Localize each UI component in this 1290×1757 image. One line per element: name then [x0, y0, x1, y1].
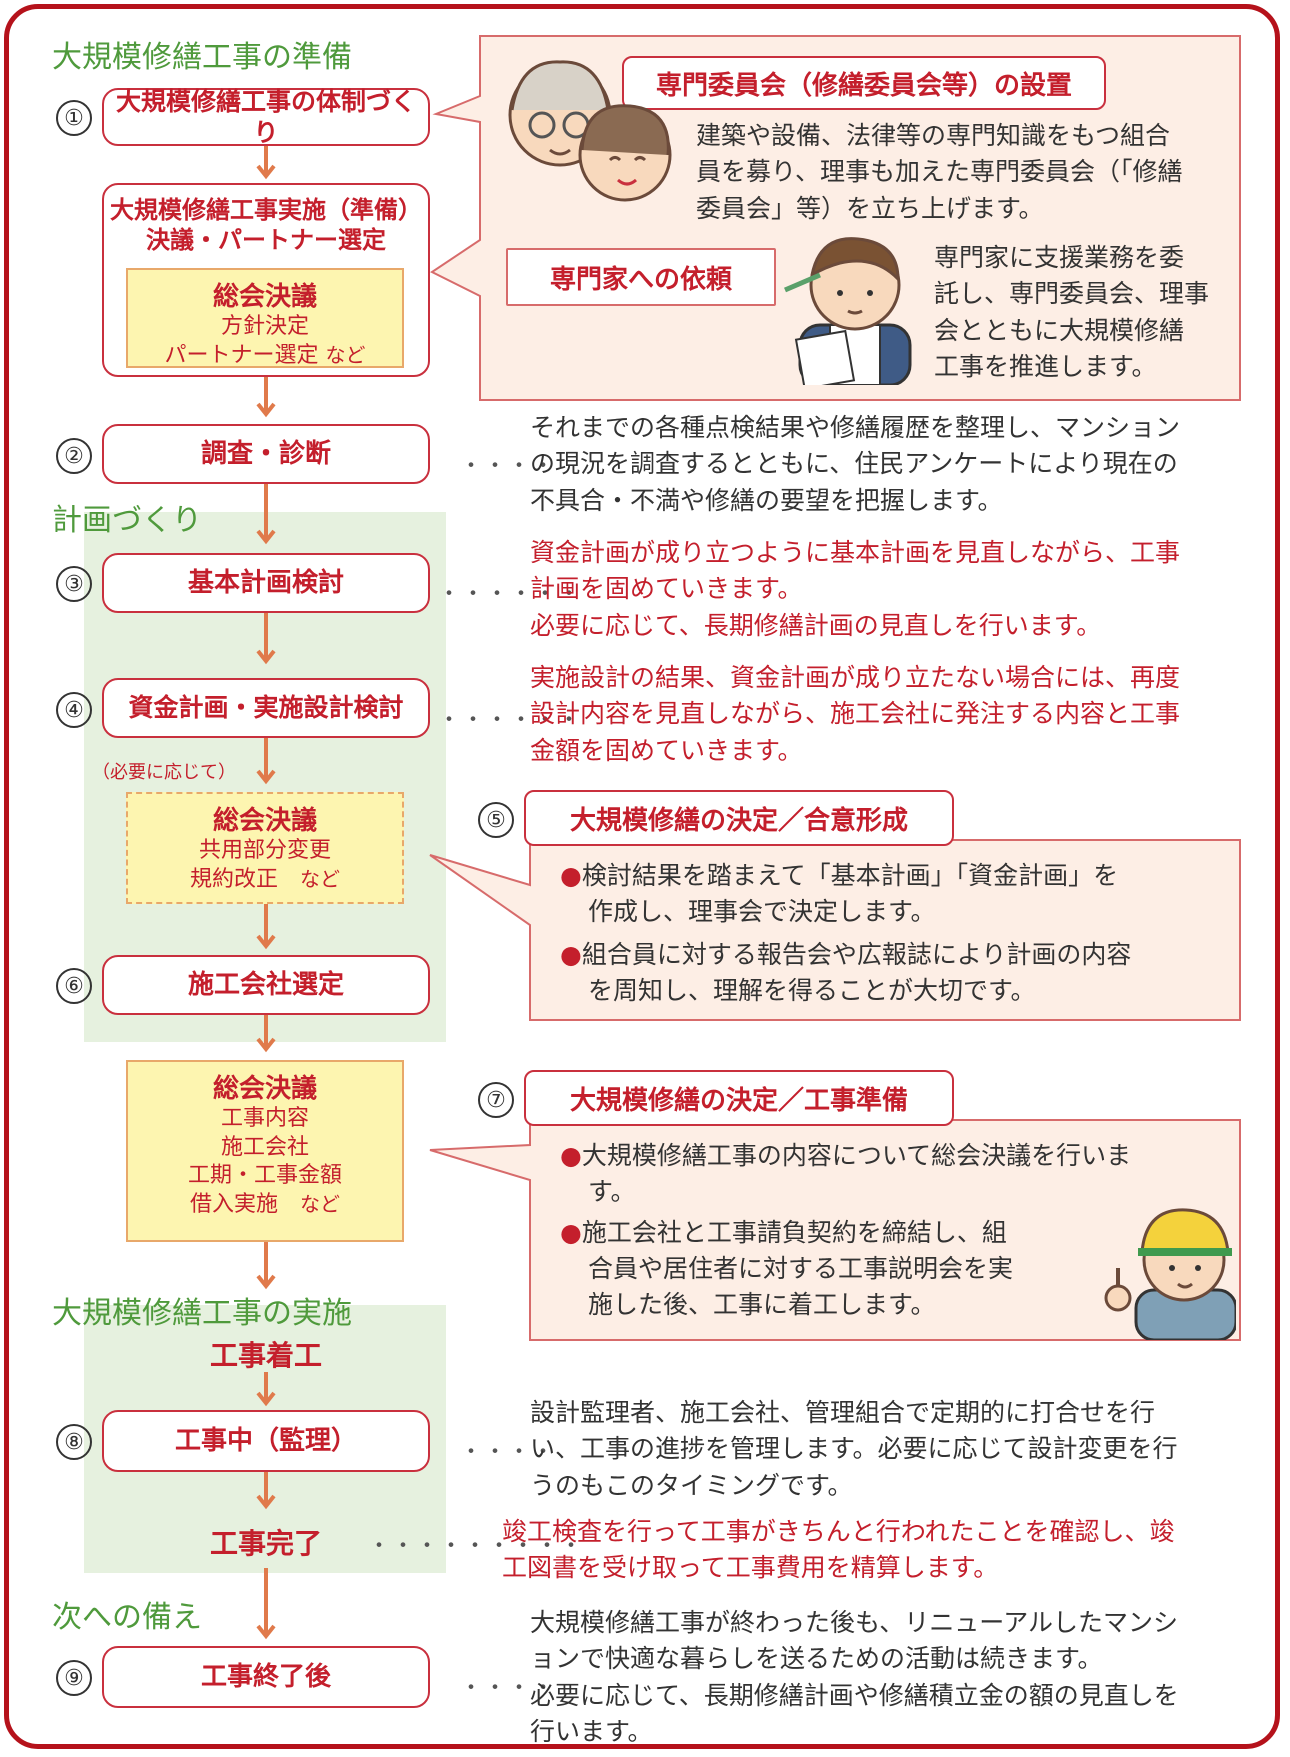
outer-frame [4, 4, 1280, 1749]
resolution-item: 工事内容 [220, 1106, 309, 1131]
step-1b-line1: 大規模修繕工事実施（準備） [110, 196, 422, 224]
panel7-callout [429, 1119, 1241, 1341]
step-number-4: ④ [56, 692, 92, 728]
connector-dots: ・・・・ [460, 454, 557, 479]
step-number-8: ⑧ [56, 1424, 92, 1460]
step-number-3: ③ [56, 566, 92, 602]
panel7-bullets: ●大規模修繕工事の内容について総会決議を行いま す。 ●施工会社と工事請負契約を… [560, 1141, 1132, 1319]
description-2: それまでの各種点検結果や修繕履歴を整理し、マンションの現況を調査するとともに、住… [530, 413, 1181, 515]
connector-dots: ・・・・・・ [438, 582, 583, 607]
step-number-1: ① [56, 100, 92, 136]
step-8-box: 工事中（監理） [102, 1410, 430, 1472]
step-1-box: 大規模修繕工事の体制づくり [102, 87, 430, 147]
description-8: 設計監理者、施工会社、管理組合で定期的に打合せを行い、工事の進捗を管理します。必… [530, 1398, 1178, 1500]
resolution-item: 工期・工事金額 [187, 1163, 342, 1189]
resolution-box-3: 総会決議 工事内容 施工会社 工期・工事金額 借入実施 など [126, 1060, 404, 1242]
connector-dots: ・・・・ [460, 1440, 557, 1465]
resolution-box-2: 総会決議 共用部分変更 規約改正 など [126, 792, 404, 904]
phase-next: 次への備え [52, 1600, 202, 1635]
connector-dots: ・・・・ [460, 1676, 557, 1701]
worker-illustration [1104, 1208, 1236, 1340]
phase-implementation: 大規模修繕工事の実施 [52, 1296, 352, 1331]
construction-start: 工事着工 [209, 1339, 322, 1372]
expert-text: 専門家に支援業務を委託し、専門委員会、理事会とともに大規模修繕工事を推進します。 [934, 243, 1210, 381]
description-complete: 竣工検査を行って工事がきちんと行われたことを確認し、竣工図書を受け取って工事費用… [502, 1517, 1175, 1583]
resolution-item: パートナー選定 など [164, 342, 366, 368]
committee-text: 建築や設備、法律等の専門知識をもつ組合員を募り、理事も加えた専門委員会（「修繕委… [696, 121, 1183, 223]
panel5-title: 大規模修繕の決定／合意形成 [524, 790, 954, 846]
as-needed-note: （必要に応じて） [92, 762, 236, 783]
resolution-title: 総会決議 [212, 806, 317, 836]
resolution-item: 施工会社 [220, 1134, 309, 1160]
resolution-item: 共用部分変更 [198, 838, 331, 863]
phase-preparation: 大規模修繕工事の準備 [52, 40, 352, 75]
description-3: 資金計画が成り立つように基本計画を見直しながら、工事計画を固めていきます。必要に… [530, 538, 1181, 640]
step-4-box: 資金計画・実施設計検討 [102, 678, 430, 738]
construction-complete: 工事完了 [209, 1527, 322, 1560]
description-9: 大規模修繕工事が終わった後も、リニューアルしたマンションで快適な暮らしを送るため… [530, 1608, 1179, 1746]
step-number-7: ⑦ [478, 1082, 514, 1118]
step-6-box: 施工会社選定 [102, 955, 430, 1015]
step-number-2: ② [56, 438, 92, 474]
connector-dots: ・・・・・・・・・ [368, 1534, 585, 1559]
panel5-bullets: ●検討結果を踏まえて「基本計画」「資金計画」を 作成し、理事会で決定します。 ●… [560, 861, 1132, 1005]
resolution-title: 総会決議 [212, 1074, 317, 1104]
step-number-5: ⑤ [478, 802, 514, 838]
connector-dots: ・・・・・・ [438, 708, 583, 733]
resolution-item: 規約改正 など [189, 866, 341, 892]
step-number-6: ⑥ [56, 968, 92, 1004]
resolution-box-1: 総会決議 方針決定 パートナー選定 など [126, 268, 404, 368]
step-1b-line2: 決議・パートナー選定 [146, 226, 386, 254]
step-number-9: ⑨ [56, 1660, 92, 1696]
step-9-box: 工事終了後 [102, 1646, 430, 1708]
expert-illustration [784, 237, 912, 385]
resolution-item: 借入実施 など [189, 1191, 341, 1217]
resolution-item: 方針決定 [220, 314, 309, 339]
committee-title: 専門委員会（修繕委員会等）の設置 [622, 56, 1106, 110]
panel5-callout [429, 839, 1241, 1021]
step-3-box: 基本計画検討 [102, 553, 430, 613]
step-2-box: 調査・診断 [102, 424, 430, 484]
description-4: 実施設計の結果、資金計画が成り立たない場合には、再度設計内容を見直しながら、施工… [530, 663, 1181, 765]
resolution-title: 総会決議 [212, 282, 317, 312]
phase-planning: 計画づくり [52, 503, 202, 538]
panel7-title: 大規模修繕の決定／工事準備 [524, 1070, 954, 1126]
elderly-couple-illustration [508, 60, 672, 202]
expert-title: 専門家への依頼 [506, 248, 776, 306]
